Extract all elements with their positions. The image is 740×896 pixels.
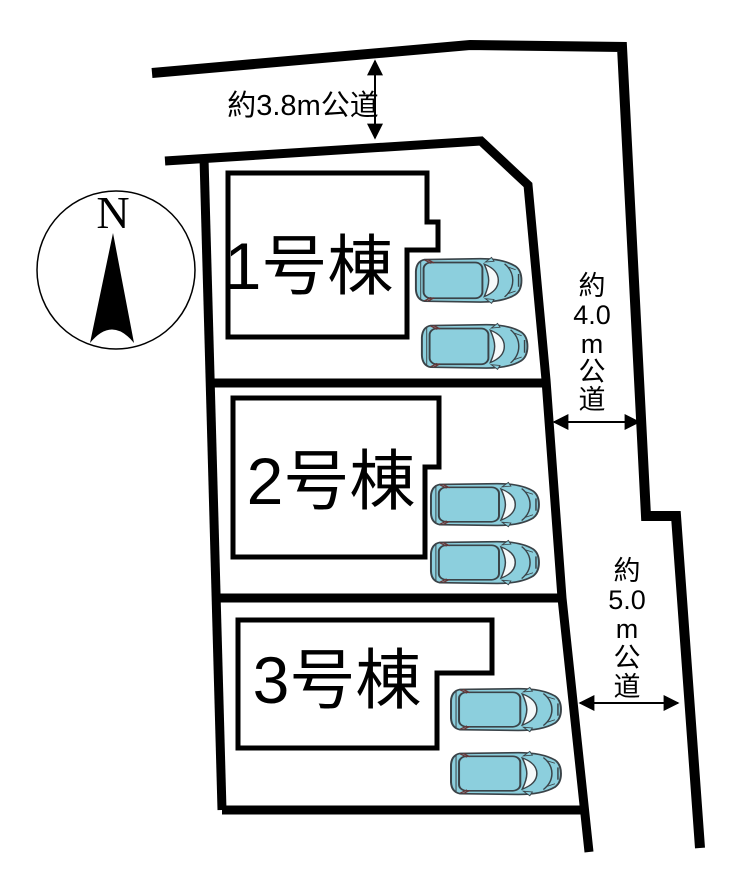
lot-1: 1号棟 bbox=[225, 170, 529, 371]
lot-3: 3号棟 bbox=[235, 617, 562, 797]
building-1-label: 1号棟 bbox=[225, 229, 394, 303]
car-icon bbox=[414, 256, 523, 305]
building-2-label: 2号棟 bbox=[247, 444, 416, 518]
building-2-outline bbox=[230, 395, 442, 560]
compass-needle-icon bbox=[90, 233, 134, 343]
building-3-label: 3号棟 bbox=[253, 643, 422, 717]
compass-north-label: N bbox=[96, 187, 129, 238]
car-icon bbox=[450, 686, 562, 733]
north-compass: N bbox=[36, 187, 196, 350]
lot-2: 2号棟 bbox=[230, 395, 540, 586]
compass-circle bbox=[36, 190, 196, 350]
car-icon bbox=[420, 322, 529, 371]
lot-boundary-top-right bbox=[164, 136, 594, 853]
north-road-label: 約3.8m公道 bbox=[227, 89, 378, 122]
building-3-outline bbox=[235, 617, 495, 751]
road-outer-boundary bbox=[151, 39, 705, 849]
car-icon bbox=[429, 539, 540, 586]
car-icon bbox=[429, 481, 540, 528]
car-icon bbox=[450, 750, 562, 797]
building-1-outline bbox=[225, 170, 441, 340]
outer-road-line bbox=[151, 39, 705, 849]
north-road-dimension: 約3.8m公道 bbox=[227, 59, 383, 140]
lot-boundary-left bbox=[199, 157, 227, 811]
lot-boundary bbox=[164, 136, 594, 853]
